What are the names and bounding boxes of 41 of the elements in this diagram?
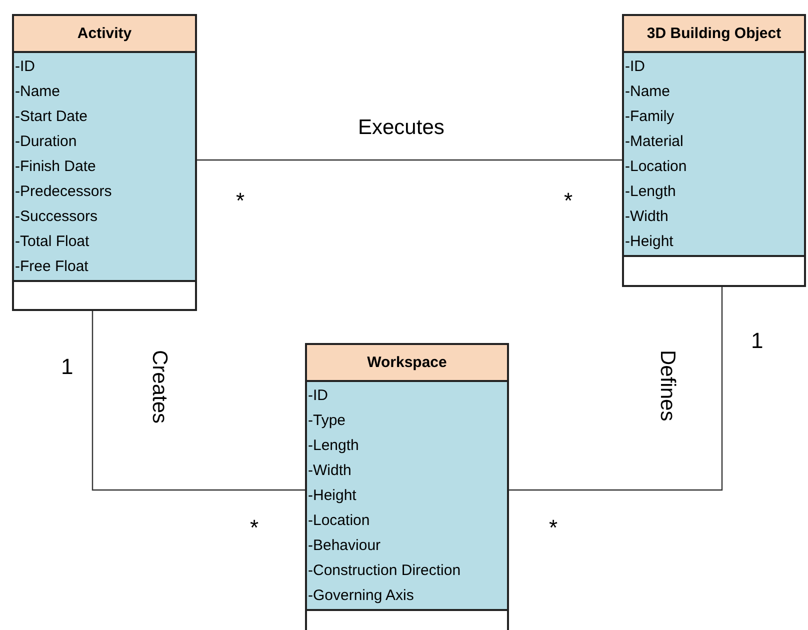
attribute-text: -Name [15, 82, 60, 102]
association-line [509, 287, 723, 491]
association-line [197, 159, 622, 161]
class-name-header: Workspace [307, 345, 507, 382]
attribute-text: -Predecessors [15, 182, 112, 202]
attribute-text: -ID [625, 57, 645, 77]
attribute-text: -Duration [15, 132, 77, 152]
attribute-text: -Material [625, 132, 684, 152]
attribute-text: -Total Float [15, 232, 90, 252]
attribute-text: -Governing Axis [308, 586, 414, 606]
class-box [622, 14, 806, 287]
attribute-text: -Behaviour [308, 536, 381, 556]
class-box [12, 14, 197, 311]
class-name-header: Activity [14, 16, 195, 53]
attribute-text: -Successors [15, 207, 98, 227]
attribute-text: -Width [625, 207, 668, 227]
attribute-text: -Name [625, 82, 670, 102]
multiplicity-label: * [549, 517, 558, 539]
multiplicity-label: 1 [751, 330, 764, 352]
class-name-header: 3D Building Object [624, 16, 804, 53]
class-box [305, 343, 509, 630]
attribute-text: -Length [308, 436, 359, 456]
attribute-text: -Location [625, 157, 687, 177]
attribute-text: -Finish Date [15, 157, 96, 177]
attribute-text: -Free Float [15, 257, 88, 277]
attribute-text: -ID [15, 57, 35, 77]
attribute-text: -Start Date [15, 107, 88, 127]
multiplicity-label: * [564, 190, 573, 212]
attribute-text: -Location [308, 511, 370, 531]
multiplicity-label: 1 [61, 356, 74, 378]
multiplicity-label: * [236, 190, 245, 212]
attribute-text: -Family [625, 107, 674, 127]
attribute-text: -Type [308, 411, 346, 431]
attribute-text: -Construction Direction [308, 561, 461, 581]
attribute-text: -ID [308, 386, 328, 406]
attribute-text: -Width [308, 461, 352, 481]
attribute-text: -Height [308, 486, 356, 506]
attribute-text: -Length [625, 182, 676, 202]
association-line [92, 311, 305, 491]
multiplicity-label: * [250, 517, 259, 539]
attribute-text: -Height [625, 232, 674, 252]
